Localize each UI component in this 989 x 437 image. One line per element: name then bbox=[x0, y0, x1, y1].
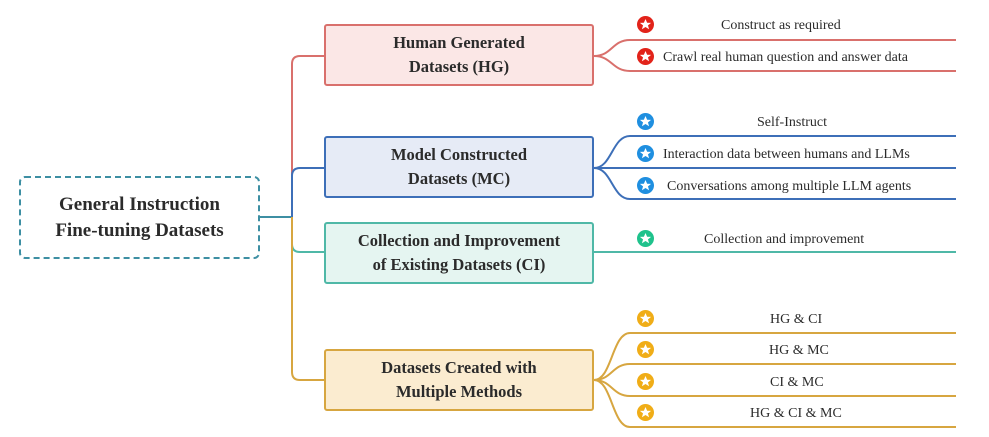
category-hg-line2: Datasets (HG) bbox=[408, 57, 510, 76]
category-mm-line1: Datasets Created with bbox=[381, 358, 537, 377]
category-mc-line2: Datasets (MC) bbox=[407, 169, 511, 188]
root-title-line1: General Instruction bbox=[59, 193, 220, 215]
category-ci-line2: of Existing Datasets (CI) bbox=[372, 255, 546, 274]
category-hg: Human Generated Datasets (HG) bbox=[324, 24, 594, 86]
star-badge-icon bbox=[637, 48, 654, 65]
category-mc: Model Constructed Datasets (MC) bbox=[324, 136, 594, 198]
star-badge-icon bbox=[637, 404, 654, 421]
leaf-hg-crawl: Crawl real human question and answer dat… bbox=[663, 50, 908, 65]
category-mm: Datasets Created with Multiple Methods bbox=[324, 349, 594, 411]
root-node: General Instruction Fine-tuning Datasets bbox=[19, 176, 260, 259]
star-badge-icon bbox=[637, 373, 654, 390]
category-ci-line1: Collection and Improvement bbox=[357, 231, 561, 250]
star-badge-icon bbox=[637, 310, 654, 327]
star-badge-icon bbox=[637, 145, 654, 162]
leaf-mm-ci-mc: CI & MC bbox=[770, 375, 824, 390]
leaf-mc-interaction: Interaction data between humans and LLMs bbox=[663, 147, 910, 162]
leaf-mm-hg-ci: HG & CI bbox=[770, 312, 823, 327]
star-badge-icon bbox=[637, 230, 654, 247]
star-badge-icon bbox=[637, 16, 654, 33]
category-mm-line2: Multiple Methods bbox=[395, 382, 523, 401]
star-badge-icon bbox=[637, 113, 654, 130]
leaf-mm-hg-mc: HG & MC bbox=[769, 343, 829, 358]
category-hg-line1: Human Generated bbox=[393, 33, 525, 52]
leaf-hg-construct: Construct as required bbox=[721, 18, 841, 33]
star-badge-icon bbox=[637, 341, 654, 358]
root-title-line2: Fine-tuning Datasets bbox=[55, 219, 224, 241]
category-mc-line1: Model Constructed bbox=[390, 145, 528, 164]
leaf-ci-collection: Collection and improvement bbox=[704, 232, 865, 247]
leaf-mm-hg-ci-mc: HG & CI & MC bbox=[750, 406, 842, 421]
leaf-mc-self-instruct: Self-Instruct bbox=[757, 115, 827, 130]
star-badge-icon bbox=[637, 177, 654, 194]
leaf-mc-conversations: Conversations among multiple LLM agents bbox=[667, 179, 912, 194]
category-ci: Collection and Improvement of Existing D… bbox=[324, 222, 594, 284]
